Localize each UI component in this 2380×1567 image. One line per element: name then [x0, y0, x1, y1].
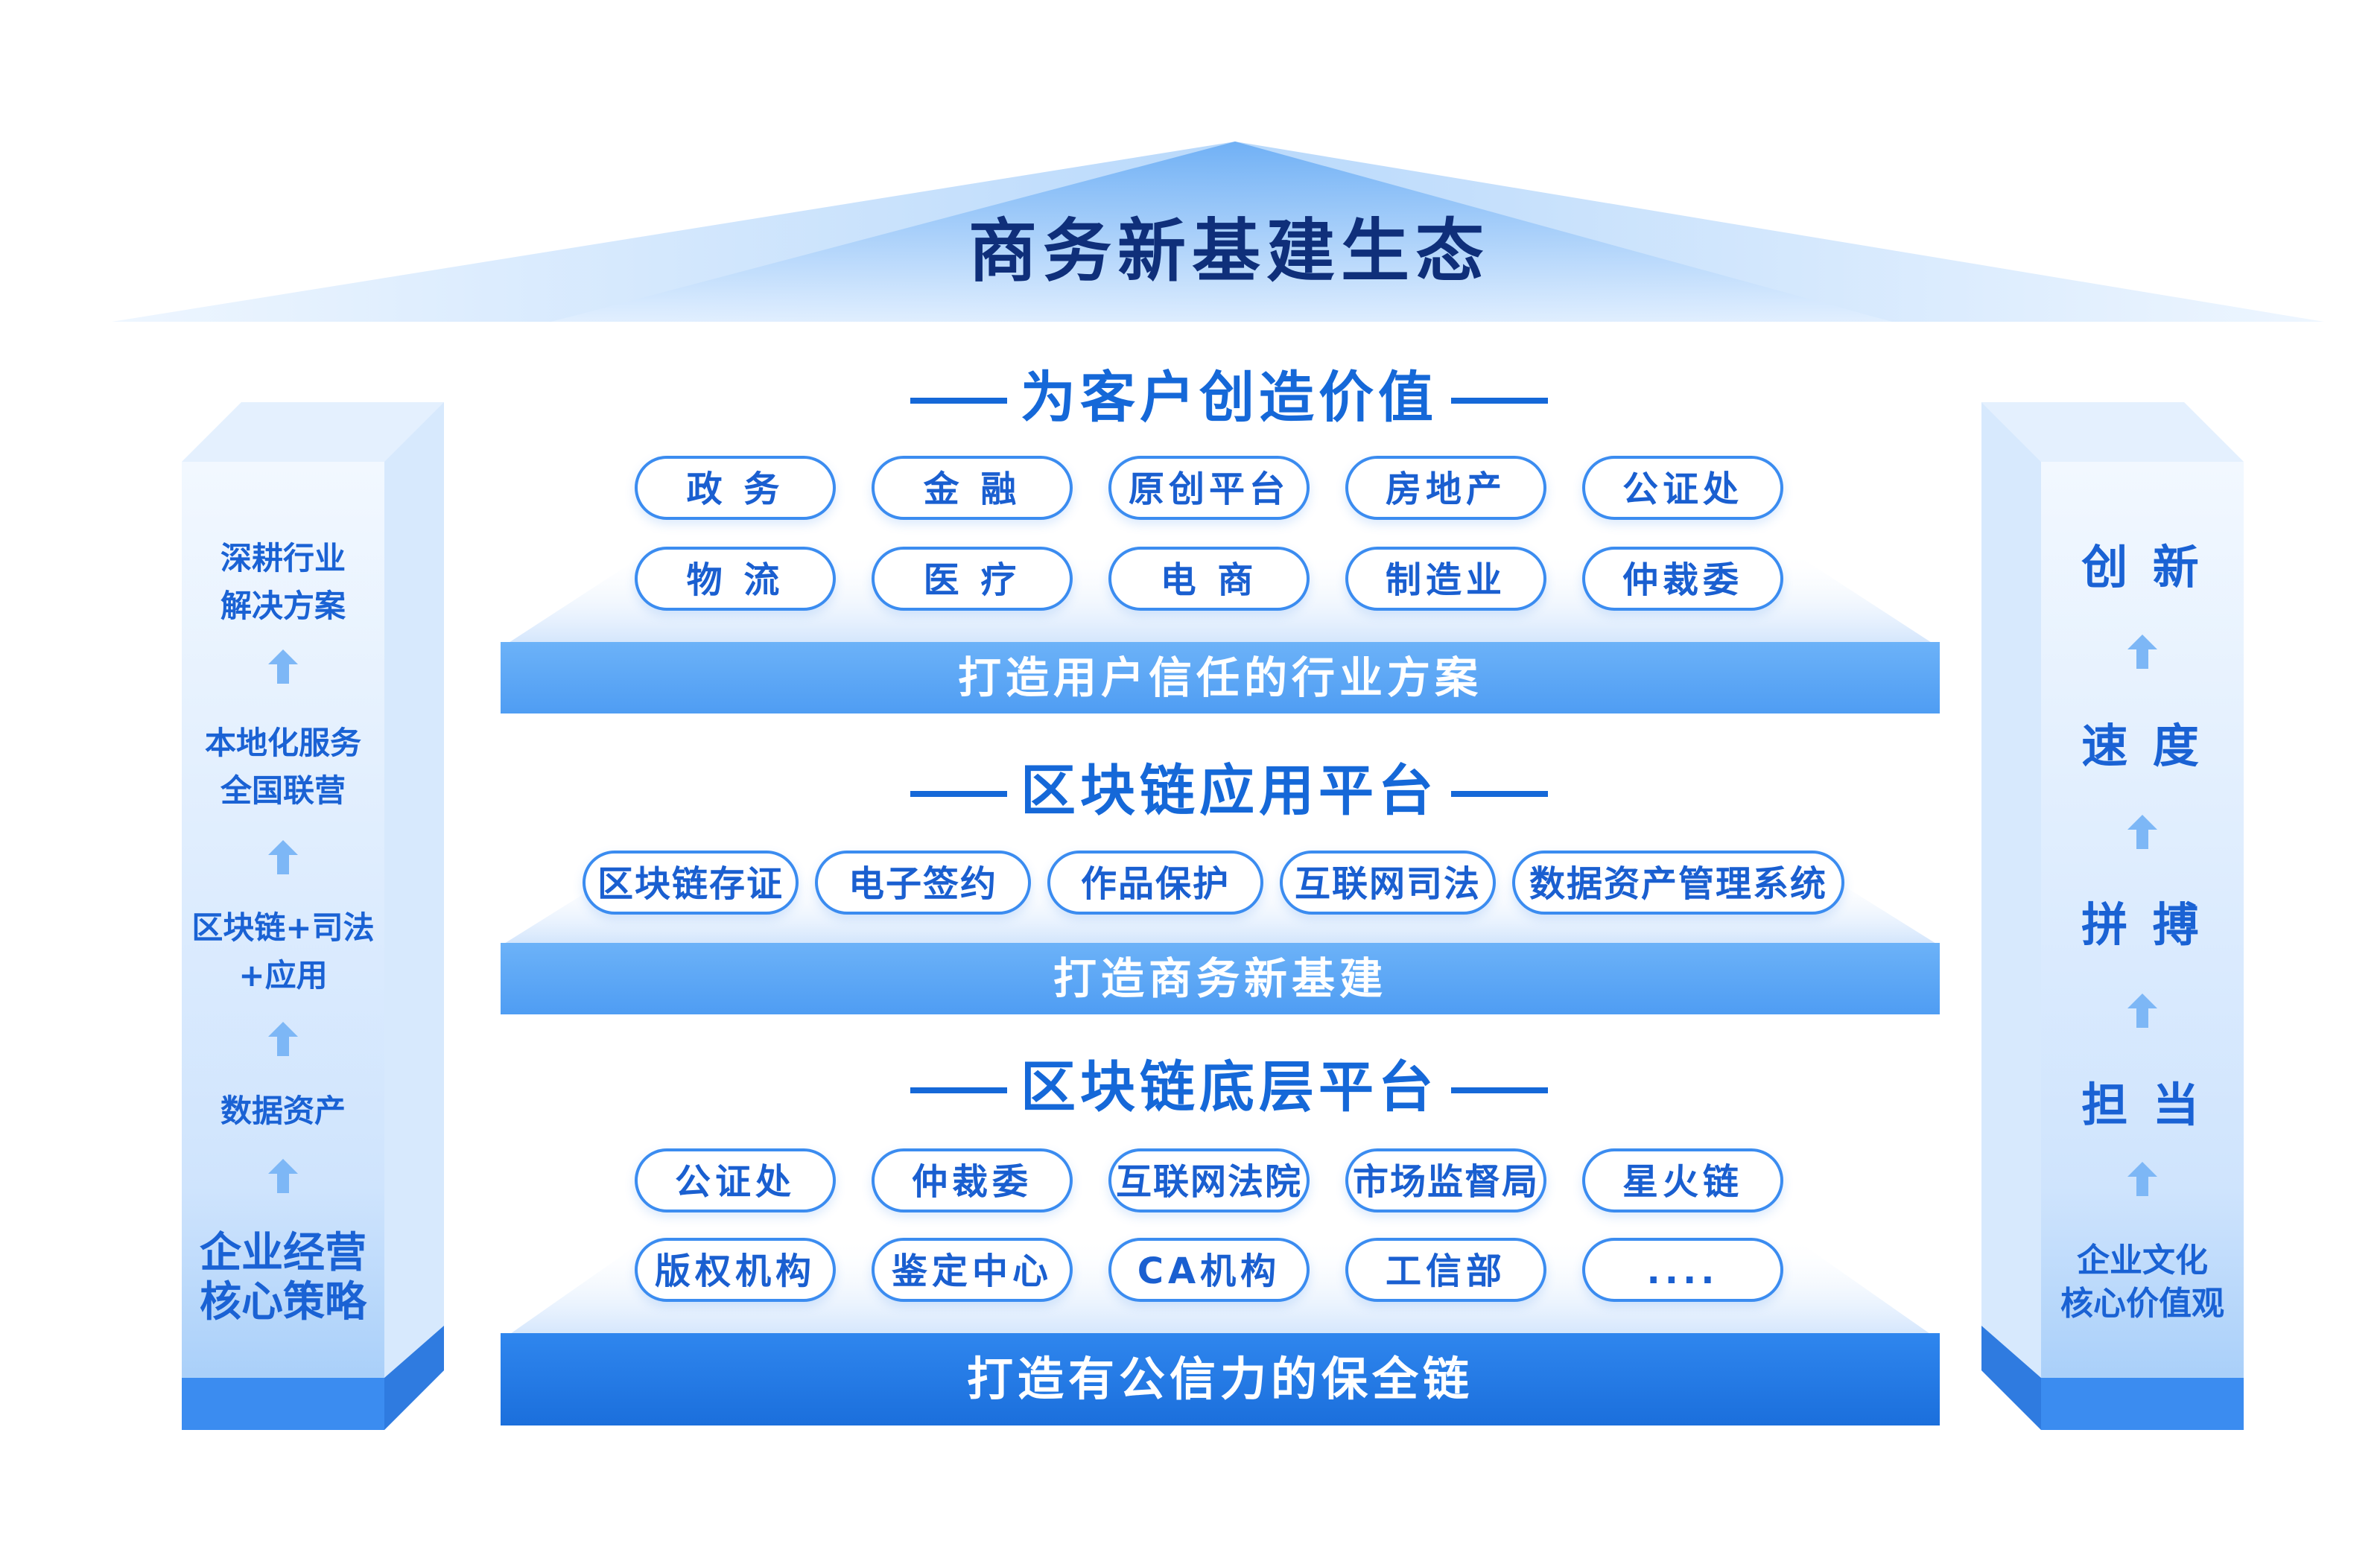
section-2-title: 区块链应用平台 — [819, 754, 1639, 828]
industry-pill: 仲裁委 — [1582, 547, 1783, 611]
up-arrow-icon — [2127, 994, 2157, 1028]
industry-pill: 物 流 — [635, 547, 836, 611]
roof-title: 商务新基建生态 — [968, 212, 1490, 291]
industry-pill: 医 疗 — [872, 547, 1073, 611]
institution-pill: 工信部 — [1345, 1238, 1546, 1302]
up-arrow-icon — [268, 1022, 298, 1056]
application-pill: 作品保护 — [1047, 851, 1263, 915]
institution-pill: .... — [1582, 1238, 1783, 1302]
industry-pill: 电 商 — [1108, 547, 1310, 611]
institution-pill: 版权机构 — [635, 1238, 836, 1302]
right-pillar-item-3: 拼 搏 — [2081, 897, 2203, 952]
left-pillar — [182, 402, 444, 1430]
left-pillar-item-2: 本地化服务 全国联营 — [204, 725, 361, 809]
up-arrow-icon — [2127, 635, 2157, 669]
institution-pill: 星火链 — [1582, 1148, 1783, 1212]
section-1-band: 打造用户信任的行业方案 — [501, 642, 1940, 713]
section-3-title: 区块链底层平台 — [819, 1050, 1639, 1125]
industry-pill: 金 融 — [872, 456, 1073, 520]
institution-pill: 公证处 — [635, 1148, 836, 1212]
section-2-title-text: 区块链应用平台 — [1021, 759, 1438, 823]
title-dash-left — [910, 791, 1007, 798]
industry-pill: 公证处 — [1582, 456, 1783, 520]
left-pillar-item-3: 区块链+司法 +应用 — [191, 909, 375, 994]
title-dash-right — [1451, 791, 1548, 798]
title-dash-right — [1451, 1087, 1548, 1094]
industry-pill: 制造业 — [1345, 547, 1546, 611]
industry-pill: 房地产 — [1345, 456, 1546, 520]
up-arrow-icon — [268, 840, 298, 874]
section-2-band: 打造商务新基建 — [501, 943, 1940, 1014]
left-pillar-item-1: 深耕行业 解决方案 — [220, 540, 346, 624]
institution-pill: 仲裁委 — [872, 1148, 1073, 1212]
application-pill: 区块链存证 — [583, 851, 799, 915]
left-pillar-item-4: 数据资产 — [220, 1093, 346, 1129]
institution-pill: 市场监督局 — [1345, 1148, 1546, 1212]
title-dash-left — [910, 398, 1007, 404]
right-pillar-item-5: 企业文化 核心价值观 — [2060, 1242, 2224, 1323]
left-pillar-item-5: 企业经营 核心策略 — [200, 1229, 366, 1326]
right-pillar — [1981, 402, 2244, 1430]
institution-pill: CA机构 — [1108, 1238, 1310, 1302]
section-3-band: 打造有公信力的保全链 — [501, 1333, 1940, 1425]
right-pillar-item-1: 创 新 — [2081, 540, 2203, 594]
industry-pill: 政 务 — [635, 456, 836, 520]
section-1-title: 为客户创造价值 — [819, 360, 1639, 435]
section-1-title-text: 为客户创造价值 — [1021, 366, 1438, 430]
title-dash-left — [910, 1087, 1007, 1094]
application-pill: 电子签约 — [815, 851, 1031, 915]
section-3-title-text: 区块链底层平台 — [1021, 1055, 1438, 1119]
title-dash-right — [1451, 398, 1548, 404]
industry-pill: 原创平台 — [1108, 456, 1310, 520]
institution-pill: 鉴定中心 — [872, 1238, 1073, 1302]
application-pill: 互联网司法 — [1280, 851, 1496, 915]
up-arrow-icon — [2127, 1162, 2157, 1196]
up-arrow-icon — [2127, 815, 2157, 849]
right-pillar-item-4: 担 当 — [2081, 1078, 2203, 1132]
institution-pill: 互联网法院 — [1108, 1148, 1310, 1212]
application-pill: 数据资产管理系统 — [1512, 851, 1844, 915]
roof — [112, 142, 2324, 322]
right-pillar-item-2: 速 度 — [2081, 719, 2203, 773]
up-arrow-icon — [268, 1159, 298, 1193]
up-arrow-icon — [268, 649, 298, 684]
